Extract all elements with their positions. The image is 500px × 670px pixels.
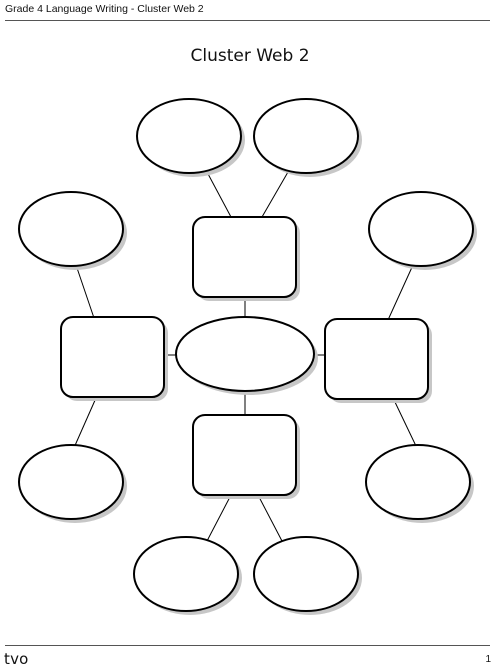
shapes [18,98,474,612]
page-title: Cluster Web 2 [190,46,310,66]
document-header: Grade 4 Language Writing - Cluster Web 2 [5,3,204,15]
bottom-left-oval [133,536,239,612]
connector-lines [72,171,417,542]
connector-line [261,171,289,218]
connector-line [257,494,283,542]
connector-line [206,494,232,542]
lower-right-oval [365,444,471,520]
connector-line [387,264,414,321]
connector-line [393,399,417,447]
top-left-oval [136,98,242,174]
top-right-oval [253,98,359,174]
connector-line [206,171,232,218]
connector-line [75,264,95,319]
footer-rule [5,645,490,646]
left-box [60,316,165,398]
tvo-logo: tvo [4,650,29,668]
bottom-box [192,414,297,496]
right-box [324,318,429,400]
bottom-right-oval [253,536,359,612]
top-box [192,216,297,298]
upper-right-oval [368,191,474,267]
upper-left-oval [18,191,124,267]
connector-line [72,397,97,451]
center-oval [175,316,315,392]
page-number: 1 [485,654,491,665]
header-rule [5,20,490,21]
lower-left-oval [18,444,124,520]
